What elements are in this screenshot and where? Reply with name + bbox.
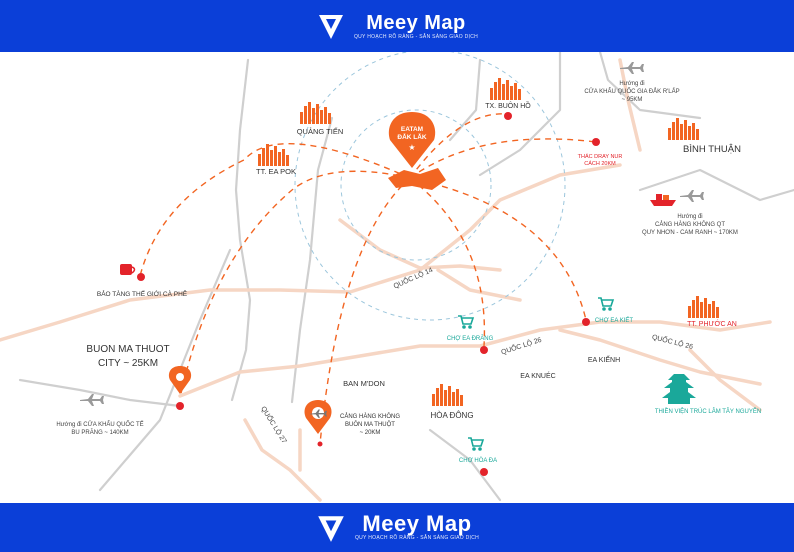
brand-tagline: QUY HOẠCH RÕ RÀNG - SẴN SÀNG GIAO DỊCH	[353, 33, 479, 40]
label-ban-mdon: BAN M'DON	[343, 379, 385, 388]
label-cho-ea-kiet: CHỢ EA KIẾT	[595, 317, 633, 324]
label-cho-hoa-da: CHỢ HÒA ĐA	[459, 457, 497, 464]
brand-logo-footer[interactable]: Meey Map QUY HOẠCH RÕ RÀNG - SẴN SÀNG GI…	[315, 512, 479, 544]
label-tt-ea-pok: TT. EA POK	[256, 167, 296, 176]
marker-thac-dray-nur[interactable]	[592, 138, 600, 146]
pagoda-icon	[662, 374, 696, 404]
road-label-ql27: QUỐC LỘ 27	[259, 404, 290, 445]
label-thac-line2: CÁCH 20KM	[584, 160, 616, 167]
city-skyline-icon	[688, 296, 719, 318]
airplane-icon	[680, 190, 704, 202]
label-bmt-line1: BUON MA THUOT	[86, 344, 169, 355]
marker-coffee-museum[interactable]	[137, 273, 145, 281]
route-qui-nhon-line3: QUY NHƠN - CAM RANH ~ 170KM	[642, 230, 738, 236]
map-canvas[interactable]: EATAM ĐẮK LẮK ★ QUẢNG TIẾN TX. BUÔN HỒ T…	[0, 52, 794, 503]
route-dak-rlap-line1: Hướng đi	[619, 81, 644, 87]
center-name-line2: ĐẮK LẮK	[397, 132, 427, 141]
cargo-ship-icon	[650, 194, 676, 206]
marker-cho-hoa-da[interactable]	[480, 468, 488, 476]
connection-routes	[139, 113, 597, 445]
city-skyline-icon	[258, 144, 289, 166]
label-cho-ea-drang: CHỢ EA ĐRĂNG	[447, 335, 494, 342]
label-bmt-line2: CITY ~ 25KM	[98, 358, 158, 369]
location-pin-icon	[388, 112, 436, 168]
city-skyline-icon	[432, 384, 463, 406]
marker-cho-ea-kiet[interactable]	[582, 318, 590, 326]
brand-tagline-footer: QUY HOẠCH RÕ RÀNG - SẴN SÀNG GIAO DỊCH	[354, 535, 480, 541]
shopping-cart-icon	[597, 297, 614, 312]
brand-name-footer: Meey Map	[362, 511, 472, 536]
route-airport-line2: BUÔN MA THUỘT	[345, 421, 395, 428]
center-name-line1: EATAM	[401, 126, 423, 133]
brand-name: Meey Map	[366, 11, 466, 34]
label-hoa-dong: HÒA ĐÔNG	[430, 411, 473, 420]
meey-logo-icon	[318, 15, 343, 39]
label-ea-kienh: EA KIẾNH	[588, 354, 620, 364]
main-road-network	[0, 58, 772, 502]
label-thien-vien: THIỀN VIỆN TRÚC LÂM TÂY NGUYÊN	[655, 407, 761, 415]
route-dak-rlap-line2: CỬA KHẨU QUỐC GIA ĐẮK R'LẤP	[584, 87, 679, 95]
route-bu-prang-line1: Hướng đi CỬA KHẨU QUỐC TẾ	[56, 421, 143, 428]
meey-logo-icon	[318, 515, 344, 542]
city-skyline-icon	[668, 118, 699, 140]
route-qui-nhon-line1: Hướng đi	[677, 214, 702, 220]
route-dak-rlap-line3: ~ 95KM	[622, 97, 643, 103]
route-bu-prang-line2: BU PRĂNG ~ 140KM	[71, 429, 128, 436]
route-airport-line1: CẢNG HÀNG KHÔNG	[340, 413, 400, 420]
brand-logo[interactable]: Meey Map QUY HOẠCH RÕ RÀNG - SẴN SÀNG GI…	[316, 11, 478, 41]
marker-airport[interactable]	[317, 441, 323, 447]
location-pin-icon[interactable]	[168, 366, 192, 394]
label-tx-buon-ho: TX. BUÔN HỒ	[485, 100, 531, 110]
airplane-icon	[80, 394, 104, 406]
route-airport-line3: ~ 20KM	[360, 430, 381, 436]
star-icon: ★	[408, 143, 415, 152]
center-marker[interactable]: EATAM ĐẮK LẮK ★	[388, 112, 446, 190]
shopping-cart-icon	[467, 437, 484, 452]
distance-rings	[294, 52, 566, 321]
top-header-band: Meey Map QUY HOẠCH RÕ RÀNG - SẴN SÀNG GI…	[0, 0, 794, 52]
route-qui-nhon-line2: CẢNG HÀNG KHÔNG QT	[655, 221, 725, 228]
marker-bmt[interactable]	[176, 402, 184, 410]
label-bao-tang: BẢO TÀNG THẾ GIỚI CÀ PHÊ	[97, 288, 188, 298]
road-label-ql26-b: QUỐC LỘ 26	[651, 331, 694, 351]
shopping-cart-icon	[457, 315, 474, 330]
label-tt-phuoc-an: TT. PHƯỚC AN	[687, 319, 737, 328]
label-thac-line1: THÁC DRAY NUR	[578, 153, 623, 160]
label-binh-thuan: BÌNH THUẬN	[683, 144, 741, 155]
label-quang-tien: QUẢNG TIẾN	[297, 126, 344, 136]
road-label-ql26-a: QUỐC LỘ 26	[500, 334, 543, 357]
coffee-cup-icon	[120, 264, 136, 275]
marker-buon-ho[interactable]	[504, 112, 512, 120]
center-area-shape	[388, 168, 446, 190]
bottom-footer-band: Meey Map QUY HOẠCH RÕ RÀNG - SẴN SÀNG GI…	[0, 503, 794, 552]
gray-road-network	[18, 52, 794, 502]
label-ea-knuec: EA KNUÉC	[520, 371, 555, 380]
marker-cho-ea-drang[interactable]	[480, 346, 488, 354]
